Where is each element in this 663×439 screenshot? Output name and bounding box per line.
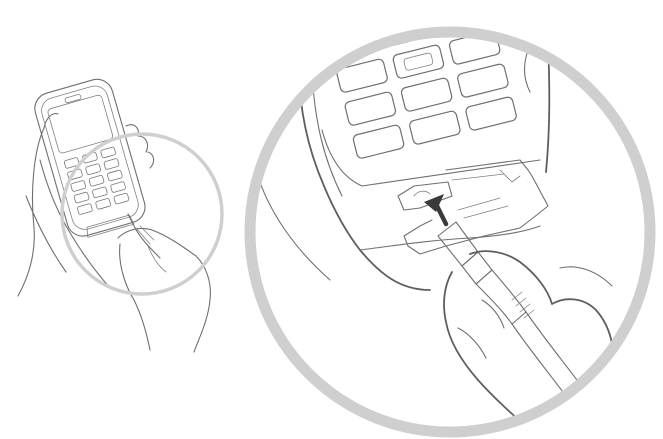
- port-recess: [398, 182, 452, 210]
- small-cable-hand: [118, 214, 210, 352]
- zoomed-keypad: [328, 0, 518, 159]
- small-keypad: [64, 147, 129, 215]
- cable-plug: [438, 222, 580, 396]
- small-magnifier-circle: [62, 134, 222, 294]
- small-fingers-right: [126, 125, 154, 168]
- zoomed-detail-illustration: [249, 0, 650, 432]
- small-terminal: [31, 76, 149, 242]
- zoomed-pinching-hand: [444, 251, 613, 430]
- zoomed-back-hand: [249, 28, 530, 280]
- insertion-arrow: [424, 194, 446, 224]
- small-overview-illustration: [18, 76, 222, 352]
- port-cover-flap: [404, 160, 548, 254]
- port-flap-assembly: [398, 160, 548, 254]
- cable-cord: [512, 312, 580, 396]
